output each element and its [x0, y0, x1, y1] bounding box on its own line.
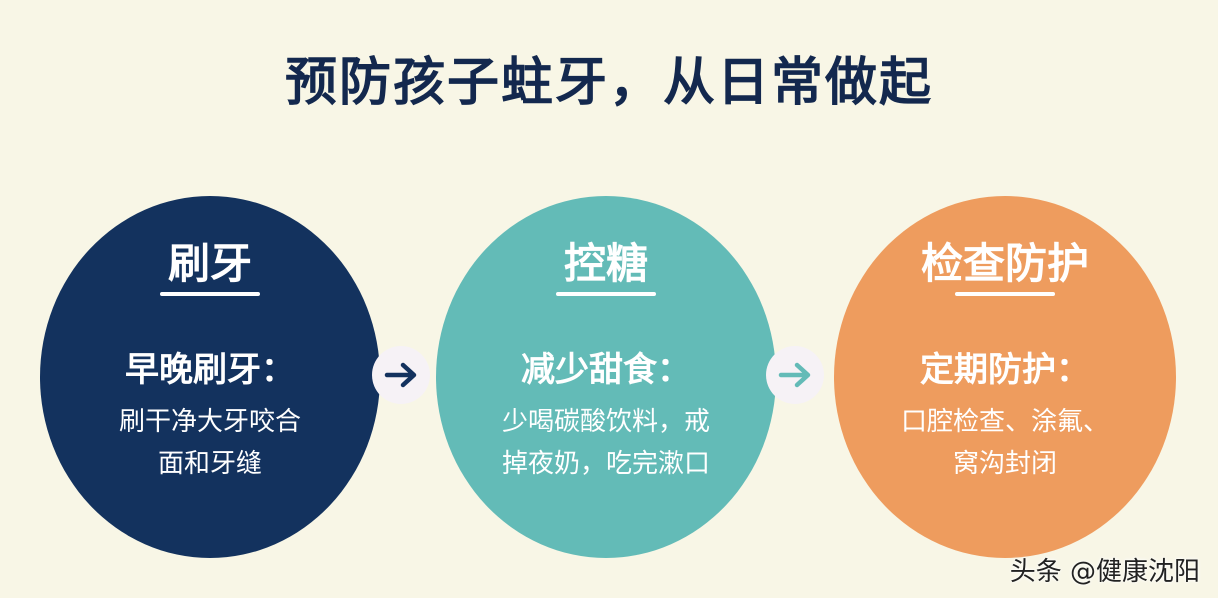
step-subheading: 早晚刷牙： [125, 350, 295, 390]
step-circle-sugar-control: 控糖 减少甜食： 少喝碳酸饮料，戒 掉夜奶，吃完漱口 [436, 196, 776, 558]
arrow-right-icon [372, 346, 430, 404]
step-description-line: 刷干净大牙咬合 [118, 407, 301, 437]
step-heading: 控糖 [563, 239, 648, 288]
heading-divider [160, 292, 260, 296]
step-description-line: 口腔检查、涂氟、 [900, 407, 1109, 437]
arrow-right-icon-glyph [778, 362, 811, 388]
step-description-line: 掉夜奶，吃完漱口 [501, 449, 710, 479]
arrow-right-icon [766, 346, 824, 404]
step-description-line: 窝沟封闭 [952, 449, 1057, 479]
step-description-line: 面和牙缝 [157, 449, 262, 479]
heading-divider [556, 292, 656, 296]
step-heading: 检查防护 [920, 239, 1089, 288]
arrow-right-icon-glyph [384, 362, 417, 388]
step-subheading: 定期防护： [920, 350, 1090, 390]
step-description: 刷干净大牙咬合 面和牙缝 [80, 401, 340, 485]
step-description-line: 少喝碳酸饮料，戒 [501, 407, 710, 437]
step-description: 口腔检查、涂氟、 窝沟封闭 [874, 401, 1136, 485]
step-subheading: 减少甜食： [521, 350, 691, 390]
step-description: 少喝碳酸饮料，戒 掉夜奶，吃完漱口 [476, 401, 736, 485]
step-circle-brushing: 刷牙 早晚刷牙： 刷干净大牙咬合 面和牙缝 [40, 196, 380, 558]
heading-divider [955, 292, 1055, 296]
step-heading: 刷牙 [167, 239, 252, 288]
watermark: 头条 @健康沈阳 [1009, 557, 1200, 587]
step-circle-checkup: 检查防护 定期防护： 口腔检查、涂氟、 窝沟封闭 [834, 196, 1176, 558]
page-title: 预防孩子蛀牙，从日常做起 [284, 53, 933, 113]
